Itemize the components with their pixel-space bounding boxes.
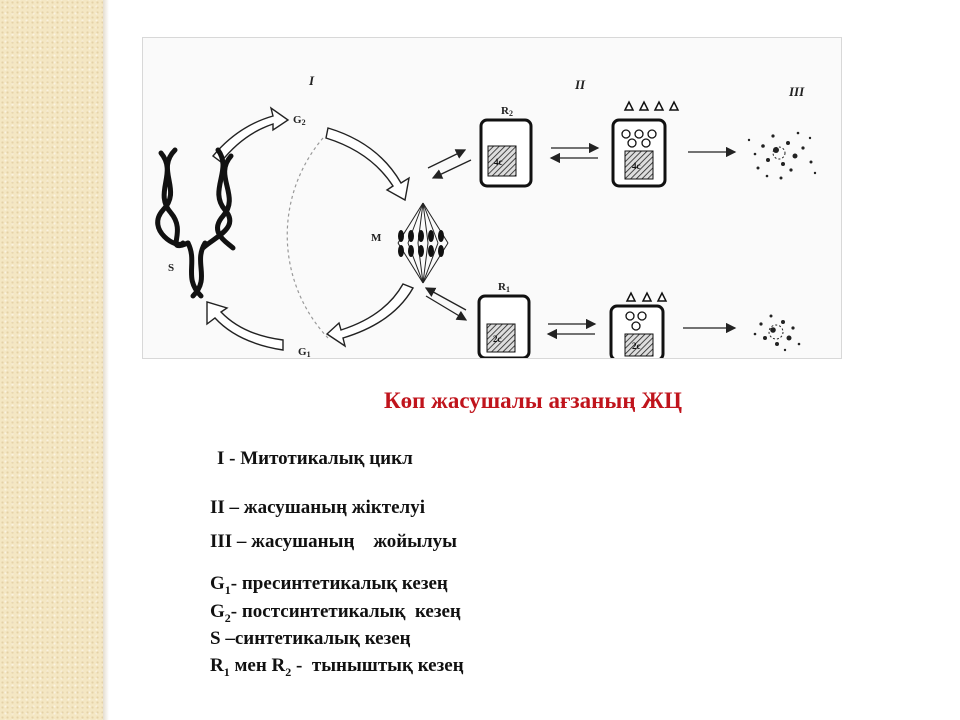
r2-resting-cell: 4c [479,118,533,188]
stage-label-s: S [168,262,174,274]
r2-cell-death [747,131,817,180]
legend-g2-text: - постсинтетикалық кезең [230,601,461,622]
legend-line-g1: G1- пресинтетикалық кезең [210,573,448,598]
legend-line-g2: G2- постсинтетикалық кезең [210,601,461,626]
spindle-chromosomes [398,230,444,257]
r1-diff-label: 2c [632,341,641,351]
legend-r-mid: мен R [229,655,286,676]
legend-g2-sub: 2 [224,610,231,625]
arrow-r2-to-m [431,159,472,179]
diagram-svg: I II III G2 S M G1 [155,73,817,358]
arrow-m-to-r1 [425,295,468,321]
legend-line-r: R1 мен R2 - тыныштық кезең [210,655,464,680]
phase-label-3: III [788,84,805,99]
mitotic-spindle [397,202,449,284]
arrow-r1-to-m [424,287,467,311]
legend-g1-sub: 1 [224,582,231,597]
chromosome-s-phase [155,147,236,299]
r2-diff-label: 4c [632,161,641,171]
legend-line-cell-death: III – жасушаның жойылуы [210,531,457,552]
legend-line-differentiation: II – жасушаның жіктелуі [210,497,425,518]
r1-cell-label: 2c [493,334,502,344]
arrow-s-to-g2 [211,106,290,163]
arrow-m-to-g1 [325,283,415,348]
r1-differentiated-cell: 2c [609,291,668,358]
legend-r-text: - тыныштық кезең [291,655,464,676]
r1-cell-death [753,314,801,352]
r2-differentiated-cell: 4c [611,100,680,188]
phase-label-1: I [308,73,315,88]
cell-life-cycle-diagram: I II III G2 S M G1 [142,37,842,359]
legend-r1-letter: R [210,655,224,676]
diagram-caption: Көп жасушалы ағзаның ЖЦ [383,388,683,413]
arrow-g2-to-m [325,127,410,202]
stage-label-r1: R1 [498,281,510,294]
r2-cell-label: 4c [494,157,503,167]
stage-label-m: M [371,232,382,244]
r1-resting-cell: 2c [477,294,531,358]
arrow-g1-to-s [206,301,284,351]
legend-r2-sub: 2 [285,664,292,679]
legend-line-s: S –синтетикалық кезең [210,628,411,649]
stage-label-g2: G2 [293,114,306,127]
legend-g1-letter: G [210,573,225,594]
legend-r1-sub: 1 [223,664,230,679]
decorative-side-strip [0,0,103,720]
legend-line-mitotic-cycle: I - Митотикалық цикл [217,448,413,469]
cycle-circle [286,137,329,339]
legend-g1-text: - пресинтетикалық кезең [230,573,448,594]
stage-label-r2: R2 [501,105,513,118]
arrow-m-to-r2 [427,149,467,169]
stage-label-g1: G1 [298,346,311,358]
phase-label-2: II [574,77,586,92]
side-strip-shadow [103,0,109,720]
legend-g2-letter: G [210,601,225,622]
